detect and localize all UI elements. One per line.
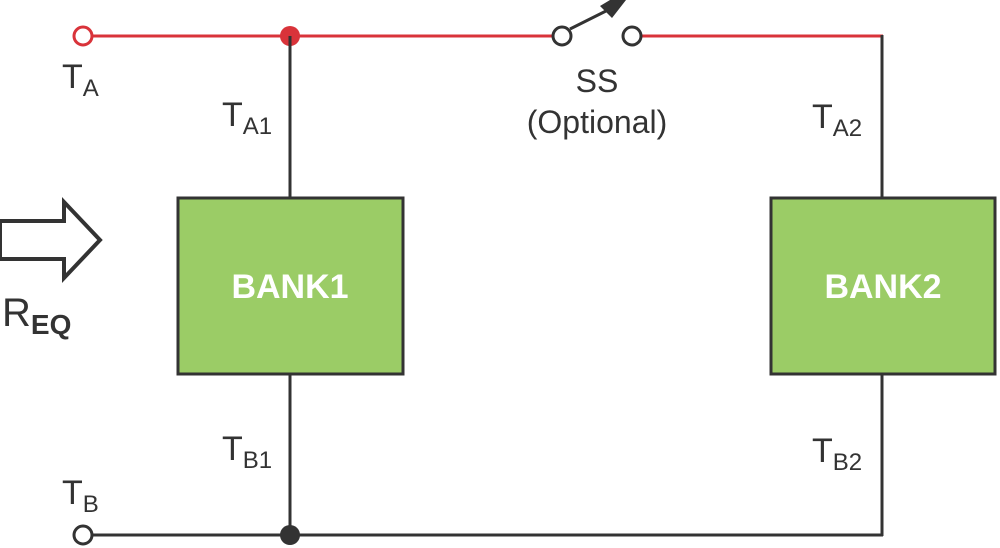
- label-ta: TA: [62, 58, 99, 102]
- label-tb: TB: [62, 474, 99, 518]
- req-arrow-icon: [0, 196, 103, 284]
- req-label: REQ: [2, 291, 71, 340]
- label-ta2: TA2: [812, 98, 862, 142]
- switch-note: (Optional): [527, 104, 668, 140]
- bank1-label: BANK1: [231, 268, 348, 306]
- label-tb1: TB1: [222, 430, 272, 474]
- bank2-box: [769, 196, 997, 376]
- bank1-box: [176, 196, 405, 376]
- req-sub: EQ: [31, 309, 71, 340]
- bank2-label: BANK2: [824, 268, 941, 306]
- label-tb2: TB2: [812, 432, 862, 476]
- terminal-ta-node: [72, 25, 94, 47]
- junction-bottom: [280, 525, 300, 545]
- switch-ss-icon: [551, 0, 643, 47]
- label-ta1: TA1: [222, 96, 272, 140]
- terminal-tb-node: [72, 524, 94, 546]
- switch-label: SS: [576, 63, 619, 99]
- req-main: R: [2, 291, 31, 335]
